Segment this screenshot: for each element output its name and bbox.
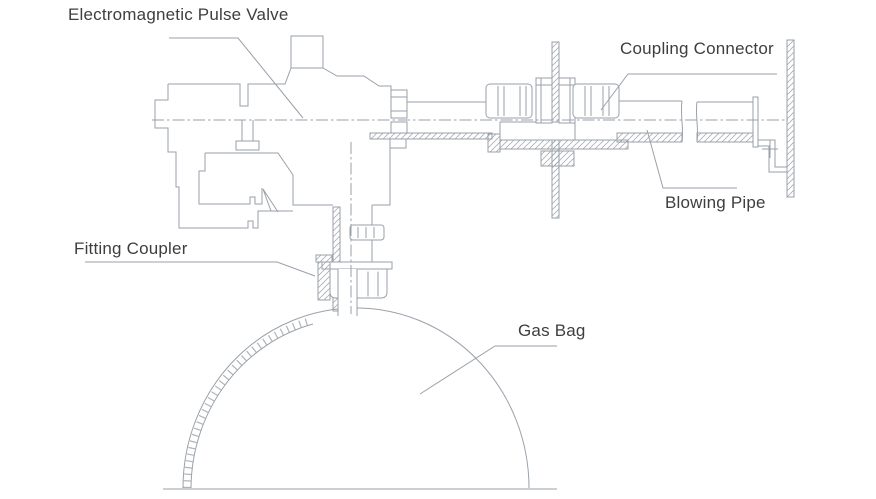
coupling-connector-assembly	[485, 77, 620, 124]
fitting-coupler-assembly	[315, 205, 393, 316]
gas-bag-outline	[163, 307, 557, 490]
leader-pulse-valve	[169, 37, 304, 119]
label-electromagnetic-pulse-valve: Electromagnetic Pulse Valve	[68, 5, 289, 24]
valve-outlet-collar	[390, 89, 408, 119]
wall-mounting-bracket	[752, 39, 795, 198]
pipe-flange-section	[487, 121, 629, 167]
right-wall-plate	[786, 39, 795, 198]
leader-lines	[85, 37, 777, 395]
pulse-valve-body	[154, 35, 392, 229]
coupler-ring-section	[317, 261, 331, 301]
label-blowing-pipe: Blowing Pipe	[665, 193, 766, 212]
label-gas-bag: Gas Bag	[518, 321, 586, 340]
valve-plunger	[235, 120, 260, 151]
leader-gas-bag	[419, 345, 557, 395]
pipe-end-plate	[752, 96, 759, 148]
coupling-nut-left	[485, 83, 533, 119]
valve-seat-arrow	[262, 188, 279, 213]
centerlines	[152, 119, 788, 314]
label-fitting-coupler: Fitting Coupler	[74, 239, 188, 258]
label-coupling-connector: Coupling Connector	[620, 39, 774, 58]
pipe-break-left	[680, 100, 684, 143]
lock-nut	[349, 224, 385, 241]
leader-blowing-pipe	[646, 129, 737, 189]
coupling-nut-right	[572, 83, 620, 119]
plate-clamp	[389, 139, 407, 149]
leader-coupling-connector	[600, 73, 777, 111]
coupler-flange	[321, 261, 393, 270]
coupling-washer-left	[535, 77, 553, 124]
tube-sheet-plate	[369, 132, 493, 149]
gas-bag-wall-hatching	[183, 317, 311, 489]
leader-fitting-coupler	[85, 261, 316, 277]
